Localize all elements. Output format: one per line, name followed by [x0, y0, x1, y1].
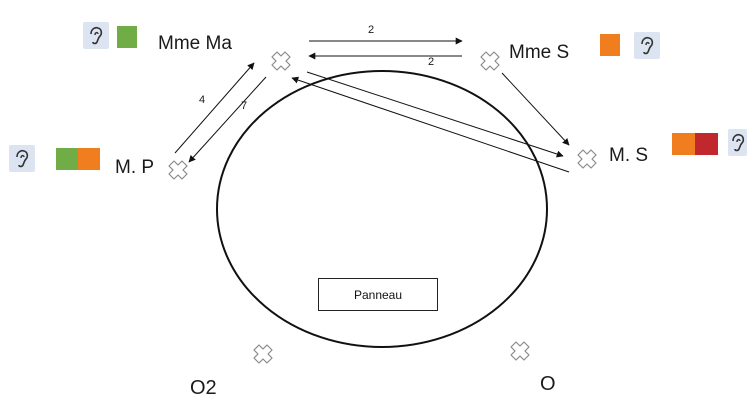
- seat-cross-icon: [168, 160, 188, 180]
- arrow-count-p-to-ma: 4: [199, 94, 206, 106]
- arrow-ms-to-ma: [291, 76, 570, 173]
- person-name-mme-ma: Mme Ma: [158, 33, 232, 54]
- swatch-orange: [672, 133, 695, 155]
- swatch-orange: [78, 148, 100, 170]
- arrow-count-ma-to-s: 2: [368, 24, 375, 36]
- swatch-green: [117, 26, 137, 48]
- arrow-count-s-to-ma: 2: [428, 56, 435, 68]
- observer-label-o: O: [540, 373, 556, 395]
- arrow-ma-to-ms: [306, 71, 564, 158]
- ear-icon: [83, 22, 109, 49]
- seat-cross-icon: [480, 51, 500, 71]
- swatch-green: [56, 148, 78, 170]
- swatch-red: [695, 133, 718, 155]
- color-swatch-mme-s: [600, 34, 620, 56]
- seat-cross-icon: [577, 149, 597, 169]
- person-name-m-p: M. P: [115, 157, 155, 178]
- table-ellipse: [216, 70, 548, 348]
- arrow-mmes-to-ms: [501, 72, 570, 146]
- panel-label: Panneau: [353, 287, 403, 302]
- person-name-m-s: M. S: [609, 145, 649, 166]
- color-swatch-m-p: [56, 148, 100, 170]
- arrow-p-to-ma: [174, 62, 255, 154]
- arrow-count-ma-to-p: 7: [241, 100, 248, 112]
- color-swatch-m-s: [672, 133, 718, 155]
- arrow-ma-to-p: [188, 76, 267, 163]
- seat-cross-icon: [510, 341, 530, 361]
- observer-label-o2: O2: [190, 377, 217, 397]
- person-name-mme-s: Mme S: [509, 42, 570, 63]
- panel-box: Panneau: [318, 278, 438, 311]
- ear-icon: [9, 145, 35, 172]
- color-swatch-mme-ma: [117, 26, 137, 48]
- ear-icon: [634, 32, 660, 59]
- seat-cross-icon: [271, 51, 291, 71]
- ear-icon: [728, 129, 747, 156]
- swatch-orange: [600, 34, 620, 56]
- seat-cross-icon: [253, 344, 273, 364]
